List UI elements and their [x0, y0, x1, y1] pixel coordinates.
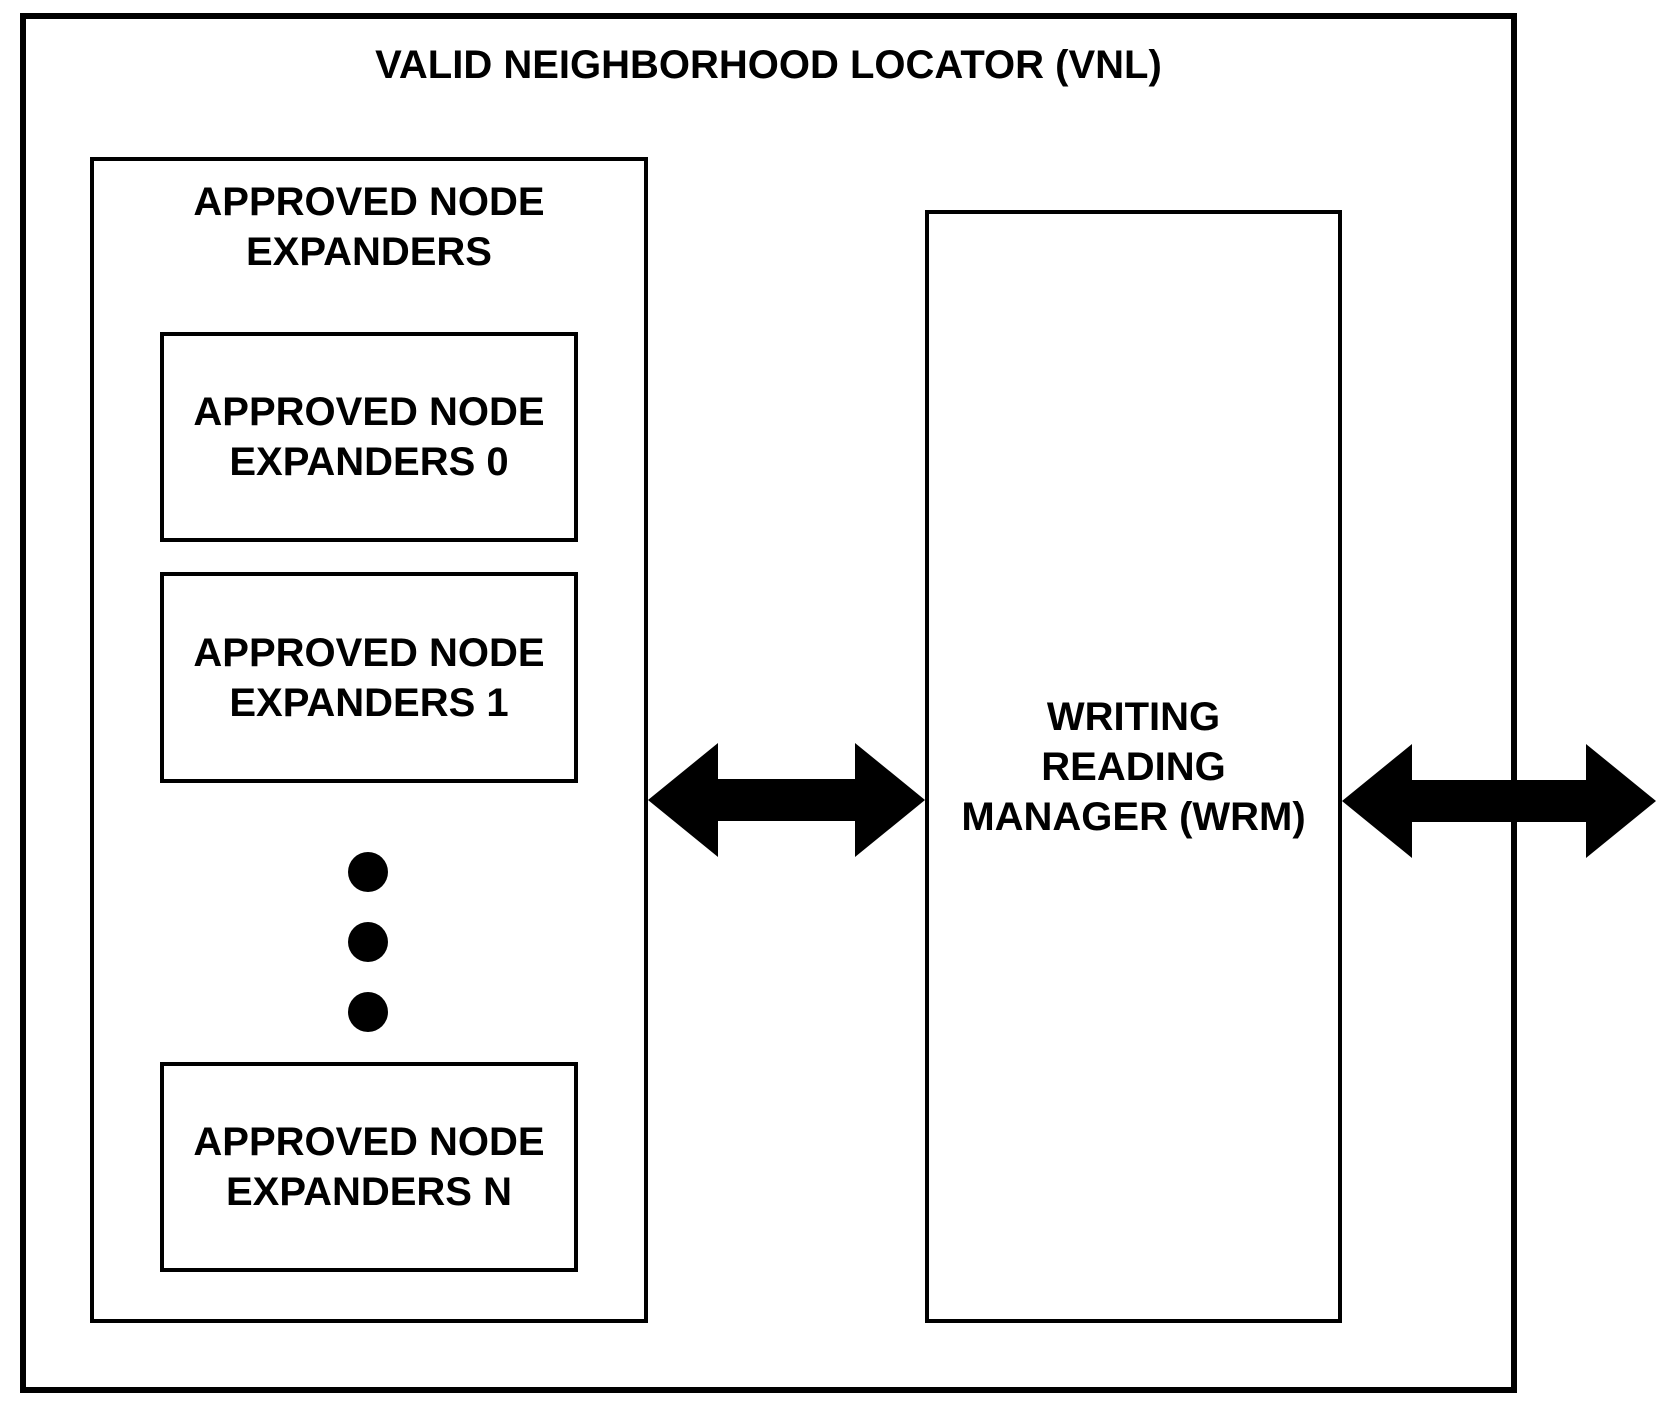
wrm-label-line-3: MANAGER (WRM): [961, 794, 1306, 839]
wrm-box: WRITING READING MANAGER (WRM): [925, 210, 1342, 1323]
group-label-line-1: APPROVED NODE: [193, 180, 545, 224]
expander-0-label-line-1: APPROVED NODE: [193, 390, 545, 434]
group-label-line-2: EXPANDERS: [246, 230, 492, 274]
expander-1-label-line-1: APPROVED NODE: [193, 630, 545, 675]
expander-0-label-line-2: EXPANDERS 0: [229, 440, 509, 484]
approved-node-expander-box-1: APPROVED NODE EXPANDERS 1: [160, 572, 578, 783]
ellipsis-dot: [348, 852, 388, 892]
expander-n-label-line-2: EXPANDERS N: [226, 1170, 512, 1214]
approved-node-expander-box-0: APPROVED NODE EXPANDERS 0: [160, 332, 578, 542]
expander-1-label-line-2: EXPANDERS 1: [229, 680, 509, 725]
ellipsis-dot: [348, 922, 388, 962]
expander-n-label-line-1: APPROVED NODE: [193, 1120, 545, 1164]
wrm-label-line-2: READING: [1041, 744, 1226, 789]
vertical-ellipsis-icon: [348, 852, 388, 1052]
approved-node-expander-box-n: APPROVED NODE EXPANDERS N: [160, 1062, 578, 1272]
diagram-title: VALID NEIGHBORHOOD LOCATOR (VNL): [375, 43, 1162, 87]
ellipsis-dot: [348, 992, 388, 1032]
approved-node-expanders-group-label: APPROVED NODE EXPANDERS: [90, 177, 648, 277]
wrm-label-line-1: WRITING: [1046, 694, 1221, 739]
